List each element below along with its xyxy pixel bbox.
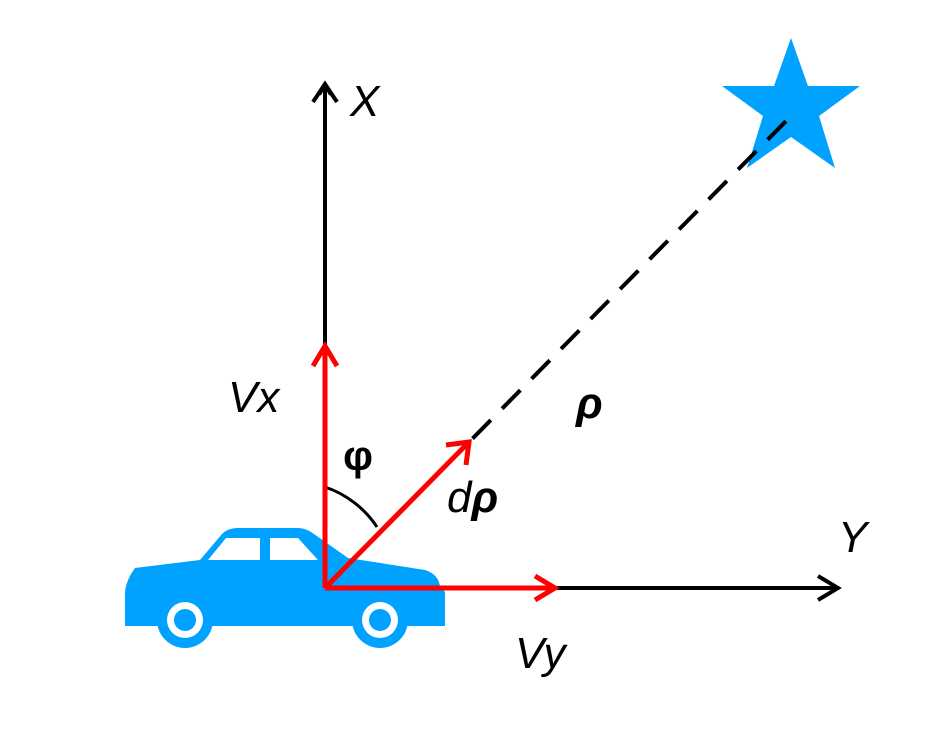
d-rho-prefix: d bbox=[447, 473, 473, 522]
vx-arrowhead bbox=[310, 341, 340, 368]
x-axis-label: X bbox=[349, 77, 381, 126]
d-rho-symbol: ρ bbox=[469, 473, 498, 522]
vy-arrowhead bbox=[533, 573, 560, 603]
y-axis-label: Y bbox=[838, 513, 870, 562]
d-rho-label: dρ bbox=[447, 473, 498, 522]
rho-label: ρ bbox=[574, 379, 603, 428]
phi-arc bbox=[324, 485, 379, 528]
line-of-sight bbox=[323, 113, 794, 590]
y-axis-arrowhead bbox=[816, 574, 842, 602]
vx-label: Vx bbox=[228, 373, 281, 422]
star-icon bbox=[722, 38, 860, 168]
d-rho-vector bbox=[323, 441, 470, 590]
vy-label: Vy bbox=[515, 629, 569, 678]
d-rho-arrowhead bbox=[445, 439, 472, 466]
phi-label: φ bbox=[343, 432, 373, 479]
car-icon bbox=[125, 528, 445, 648]
x-axis-arrowhead bbox=[311, 80, 339, 104]
